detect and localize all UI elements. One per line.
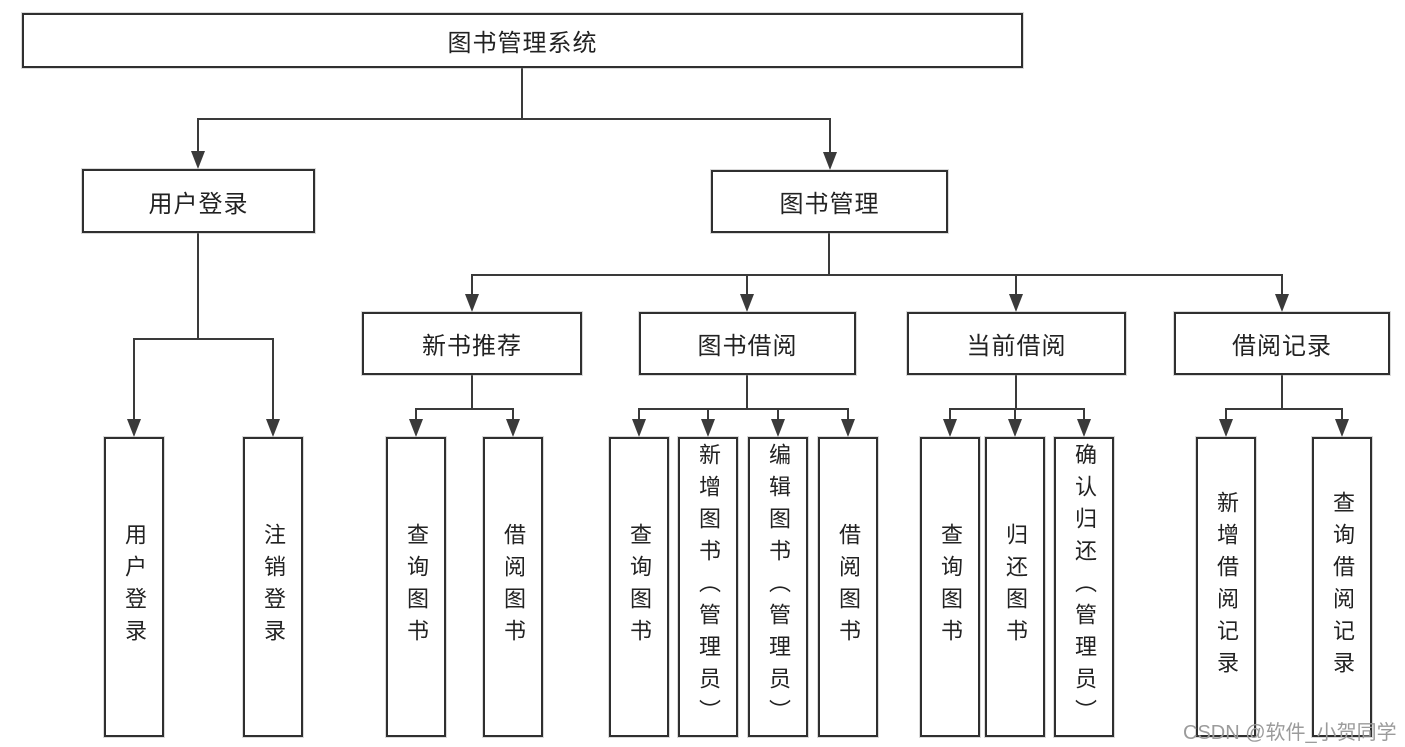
connector-group-stem <box>1015 373 1017 408</box>
arrow-down-icon <box>823 152 837 170</box>
arrow-down-icon <box>632 419 646 437</box>
arrow-down-icon <box>191 151 205 169</box>
leaf-add-book-admin: 新增图书（管理员） <box>678 437 738 737</box>
leaf-edit-book-admin: 编辑图书（管理员） <box>748 437 808 737</box>
arrow-down-icon <box>1275 294 1289 312</box>
arrow-down-icon <box>1008 419 1022 437</box>
leaf-user-login: 用户登录 <box>104 437 164 737</box>
connector-user-login-stem <box>197 231 199 338</box>
leaf-add-borrow-record: 新增借阅记录 <box>1196 437 1256 737</box>
arrow-down-icon <box>1077 419 1091 437</box>
arrow-down-icon <box>1009 294 1023 312</box>
arrow-down-icon <box>266 419 280 437</box>
node-label: 归还图书 <box>1003 523 1028 651</box>
leaf-logout: 注销登录 <box>243 437 303 737</box>
connector-group-bar <box>638 408 849 410</box>
arrow-down-icon <box>506 419 520 437</box>
leaf-borrow-books: 借阅图书 <box>818 437 878 737</box>
leaf-query-books-borrow: 查询图书 <box>609 437 669 737</box>
node-borrow-records: 借阅记录 <box>1174 312 1390 375</box>
connector-group-stem <box>1281 373 1283 408</box>
node-label: 查询借阅记录 <box>1330 491 1355 683</box>
connector-to-leaf <box>272 338 274 419</box>
connector-group-bar <box>1225 408 1343 410</box>
connector-group-bar <box>415 408 514 410</box>
connector-group-bar <box>949 408 1085 410</box>
arrow-down-icon <box>771 419 785 437</box>
connector-to-leaf <box>133 338 135 419</box>
node-current-borrow: 当前借阅 <box>907 312 1126 375</box>
leaf-confirm-return-admin: 确认归还（管理员） <box>1054 437 1114 737</box>
connector-book-mgmt-stem <box>828 231 830 274</box>
connector-book-mgmt-bar <box>471 274 1283 276</box>
leaf-query-books-current: 查询图书 <box>920 437 980 737</box>
connector-to-leaf <box>1014 408 1016 419</box>
arrow-down-icon <box>1335 419 1349 437</box>
connector-to-leaf <box>707 408 709 419</box>
node-label: 图书管理 <box>779 191 880 218</box>
connector-to-borrow-records <box>1281 274 1283 294</box>
connector-root-bar <box>197 118 831 120</box>
node-user-login: 用户登录 <box>82 169 315 233</box>
arrow-down-icon <box>740 294 754 312</box>
connector-to-leaf <box>512 408 514 419</box>
arrow-down-icon <box>409 419 423 437</box>
csdn-watermark: CSDN @软件_小贺同学 <box>1183 722 1397 744</box>
node-label: 图书借阅 <box>697 333 798 360</box>
connector-to-current-borrow <box>1015 274 1017 294</box>
connector-root-stem <box>521 66 523 119</box>
node-label: 用户登录 <box>122 523 147 651</box>
connector-to-leaf <box>1225 408 1227 419</box>
node-label: 用户登录 <box>148 190 249 218</box>
arrow-down-icon <box>943 419 957 437</box>
connector-to-leaf <box>638 408 640 419</box>
node-label: 借阅图书 <box>501 523 526 651</box>
connector-to-leaf <box>1341 408 1343 419</box>
arrow-down-icon <box>465 294 479 312</box>
node-label: 新增图书（管理员） <box>696 443 721 731</box>
connector-to-user-login <box>197 118 199 152</box>
node-label: 新书推荐 <box>422 333 522 360</box>
leaf-borrow-books-recommend: 借阅图书 <box>483 437 543 737</box>
node-label: 当前借阅 <box>966 333 1067 360</box>
connector-user-login-bar <box>133 338 274 340</box>
arrow-down-icon <box>841 419 855 437</box>
connector-group-stem <box>746 373 748 408</box>
connector-to-leaf <box>777 408 779 419</box>
leaf-return-book: 归还图书 <box>985 437 1045 737</box>
arrow-down-icon <box>701 419 715 437</box>
node-label: 图书管理系统 <box>447 30 598 57</box>
node-new-book-recommend: 新书推荐 <box>362 312 582 375</box>
connector-to-leaf <box>847 408 849 419</box>
leaf-query-borrow-record: 查询借阅记录 <box>1312 437 1372 737</box>
node-label: 新增借阅记录 <box>1214 491 1239 683</box>
node-library-system: 图书管理系统 <box>22 13 1023 68</box>
node-label: 查询图书 <box>627 523 652 651</box>
node-book-management: 图书管理 <box>711 170 948 233</box>
connector-to-leaf <box>949 408 951 419</box>
connector-to-leaf <box>415 408 417 419</box>
leaf-query-books-recommend: 查询图书 <box>386 437 446 737</box>
arrow-down-icon <box>1219 419 1233 437</box>
connector-to-leaf <box>1083 408 1085 419</box>
node-label: 借阅图书 <box>836 523 861 651</box>
node-label: 查询图书 <box>938 523 963 651</box>
node-label: 查询图书 <box>404 523 429 651</box>
node-label: 注销登录 <box>261 523 286 651</box>
node-label: 借阅记录 <box>1232 333 1332 360</box>
connector-to-book-management <box>829 118 831 152</box>
connector-to-new-book <box>471 274 473 294</box>
node-label: 确认归还（管理员） <box>1072 443 1097 731</box>
node-book-borrow: 图书借阅 <box>639 312 856 375</box>
node-label: 编辑图书（管理员） <box>766 443 791 731</box>
arrow-down-icon <box>127 419 141 437</box>
connector-to-book-borrow <box>746 274 748 294</box>
connector-group-stem <box>471 373 473 408</box>
